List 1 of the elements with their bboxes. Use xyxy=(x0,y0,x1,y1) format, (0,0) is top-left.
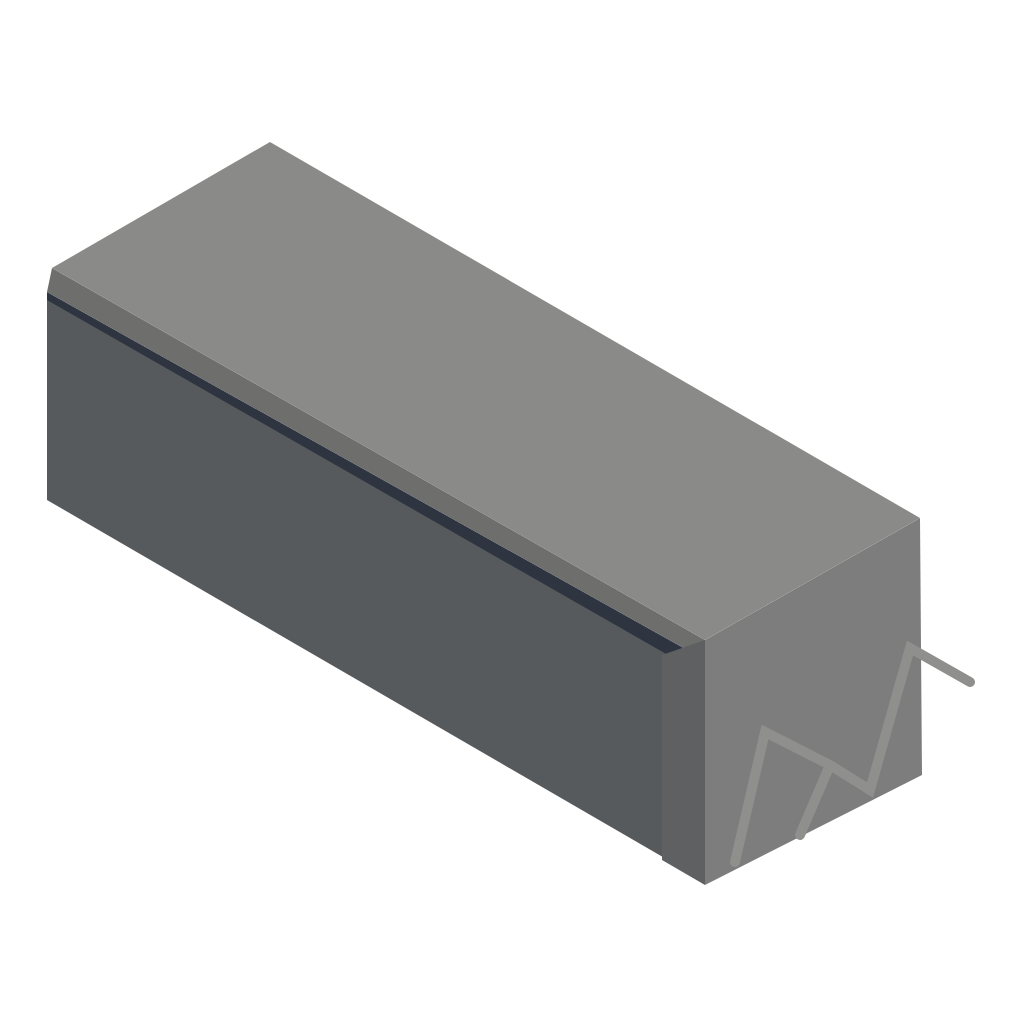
concrete-block-drawing xyxy=(47,142,975,885)
